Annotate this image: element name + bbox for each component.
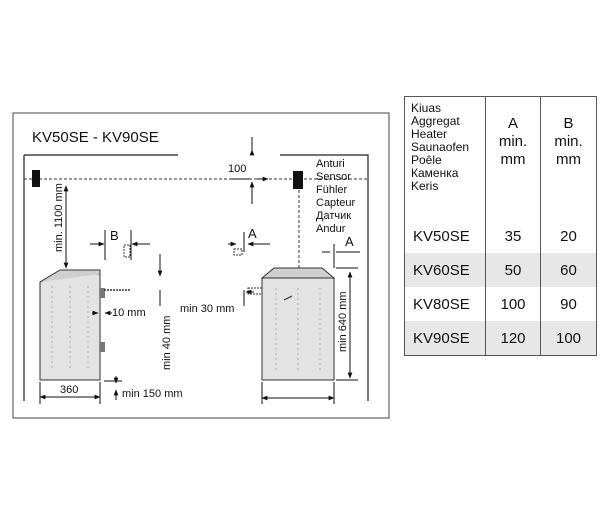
cell-model: KV80SE — [404, 287, 486, 321]
dim-b-label: B — [110, 228, 119, 243]
wall-bracket-left — [123, 244, 131, 258]
header-line: Heater — [411, 127, 448, 141]
sensor-label-list: Anturi Sensor Fühler Capteur Датчик Andu… — [316, 158, 355, 235]
cell-a: 120 — [485, 321, 541, 356]
header-a-line: min. — [498, 133, 528, 150]
heater-left-side-view — [39, 269, 130, 381]
cell-a: 50 — [485, 253, 541, 287]
table-row: KV60SE 50 60 — [404, 253, 597, 287]
cell-model: KV50SE — [404, 219, 486, 253]
sensor-label: Fühler — [316, 184, 348, 196]
header-b-line: B — [563, 115, 574, 132]
dim-a-right-label: A — [345, 234, 354, 249]
sensor-label: Датчик — [316, 210, 351, 222]
dim-30-label: min 30 mm — [180, 303, 234, 315]
table-header-b: B min. mm — [540, 96, 597, 219]
cell-b: 60 — [540, 253, 597, 287]
header-line: Каменка — [411, 166, 459, 180]
header-a-line: mm — [500, 151, 526, 168]
dim-b-ext — [104, 230, 132, 260]
header-line: Saunaofen — [411, 140, 470, 154]
cell-a: 100 — [485, 287, 541, 321]
dim-a-left-label: A — [248, 226, 257, 241]
cell-b: 20 — [560, 227, 577, 245]
table-header-row: Kiuas Aggregat Heater Saunaofen Poêle Ка… — [404, 96, 597, 219]
cell-b: 90 — [560, 295, 577, 313]
sensor-label: Sensor — [316, 171, 351, 183]
sensor-label: Anturi — [316, 158, 345, 170]
sensor-label: Capteur — [316, 197, 355, 209]
header-a-line: A — [507, 115, 518, 132]
sensor-label: Andur — [316, 223, 346, 235]
sensor-left-icon — [32, 170, 40, 187]
table-header-model: Kiuas Aggregat Heater Saunaofen Poêle Ка… — [404, 96, 486, 219]
diagram-title: KV50SE - KV90SE — [32, 129, 159, 146]
wall-bracket-right — [233, 248, 243, 256]
dim-640-ext — [336, 267, 358, 381]
dim-10-label: 10 mm — [112, 307, 146, 319]
dim-100-label: 100 — [228, 163, 246, 175]
header-b-line: mm — [556, 151, 581, 168]
heater-right-front-view — [247, 267, 336, 381]
ceiling-line-right — [280, 154, 369, 401]
header-line: Aggregat — [411, 114, 460, 128]
header-line: Kiuas — [411, 101, 442, 115]
header-line: Keris — [411, 179, 439, 193]
table-header-a: A min. mm — [485, 96, 541, 219]
dim-1100-label: min. 1100 mm — [53, 183, 65, 252]
table-row: KV50SE 35 20 — [404, 219, 597, 253]
header-b-line: min. — [554, 133, 583, 150]
dim-360-ext — [39, 382, 101, 404]
dim-360-label: 360 — [60, 384, 78, 396]
dim-40-label: min 40 mm — [161, 316, 173, 370]
clearance-table: Kiuas Aggregat Heater Saunaofen Poêle Ка… — [404, 96, 597, 356]
table-row: KV80SE 100 90 — [404, 287, 597, 321]
dim-100-line — [230, 137, 268, 204]
header-line: Poêle — [411, 153, 442, 167]
dim-150-label: min 150 mm — [122, 388, 183, 400]
cell-model: KV60SE — [404, 253, 486, 287]
cell-b: 100 — [540, 321, 597, 356]
dim-width-right-ext — [261, 382, 335, 404]
dim-640-label: min 640 mm — [337, 291, 349, 352]
cell-a: 35 — [485, 219, 541, 253]
table-row: KV90SE 120 100 — [404, 321, 597, 356]
sensor-right-icon — [293, 171, 303, 189]
cell-model: KV90SE — [404, 321, 486, 356]
